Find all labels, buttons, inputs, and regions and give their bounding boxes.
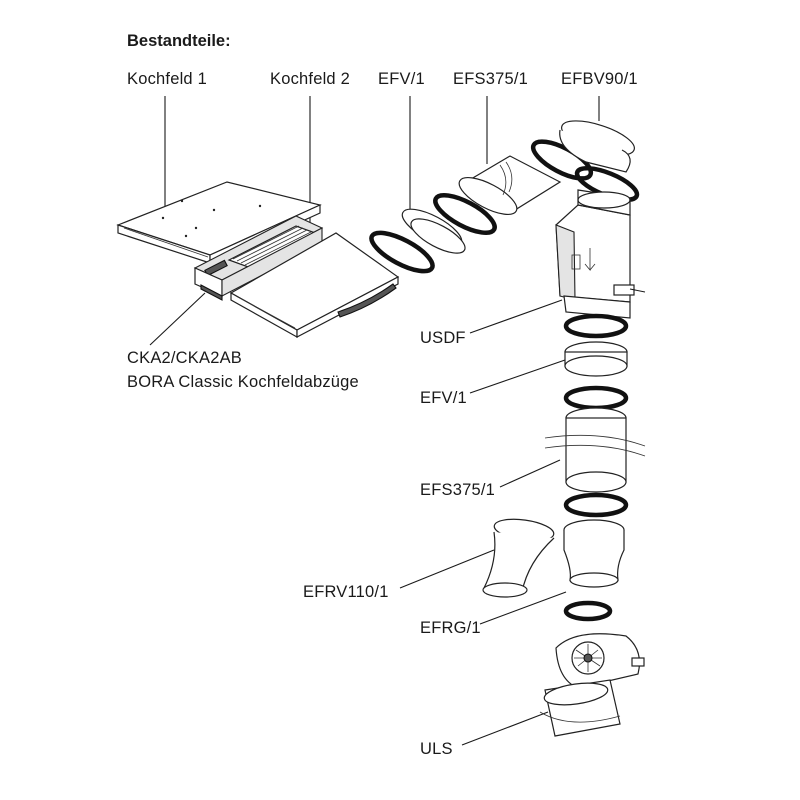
top-duct-chain <box>369 120 640 274</box>
label-usdf: USDF <box>420 329 466 347</box>
leader-lines <box>149 96 600 746</box>
cooktop-2 <box>229 232 400 339</box>
label-kochfeld-1: Kochfeld 1 <box>127 70 207 88</box>
components-heading: Bestandteile: <box>127 32 231 50</box>
efrv110-elbow <box>482 518 555 598</box>
label-cka2: CKA2/CKA2AB <box>127 349 243 367</box>
label-efv-top: EFV/1 <box>378 70 425 88</box>
label-efs375-top: EFS375/1 <box>453 70 528 88</box>
label-efv-mid: EFV/1 <box>420 389 467 407</box>
label-bora-classic: BORA Classic Kochfeldabzüge <box>127 373 359 391</box>
label-efrv110: EFRV110/1 <box>303 583 389 601</box>
extractor-cka2 <box>193 215 324 301</box>
label-efbv90: EFBV90/1 <box>561 70 638 88</box>
label-kochfeld-2: Kochfeld 2 <box>270 70 350 88</box>
label-efrg: EFRG/1 <box>420 619 481 637</box>
usdf-box <box>555 189 646 319</box>
vertical-duct-chain <box>544 313 646 622</box>
label-efs375-mid: EFS375/1 <box>420 481 495 499</box>
label-uls: ULS <box>420 740 453 758</box>
uls-fan-unit <box>539 633 645 737</box>
